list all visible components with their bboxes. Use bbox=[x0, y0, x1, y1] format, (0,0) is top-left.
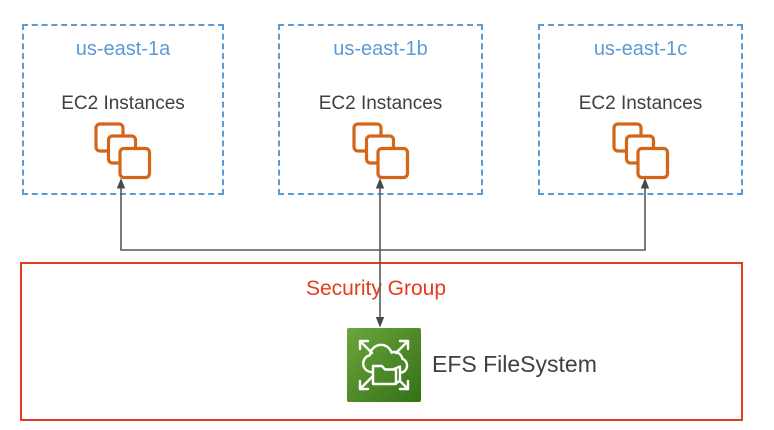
arrow-path-outer bbox=[120, 187, 646, 251]
az-box-us-east-1a: us-east-1a EC2 Instances bbox=[22, 24, 224, 195]
ec2-instances-icon bbox=[94, 122, 152, 180]
ec2-instances-icon bbox=[351, 122, 409, 180]
security-group-label: Security Group bbox=[305, 277, 447, 300]
ec2-instances-label: EC2 Instances bbox=[578, 93, 703, 114]
az-label: us-east-1c bbox=[593, 38, 688, 60]
efs-filesystem-label: EFS FileSystem bbox=[432, 351, 597, 377]
az-box-us-east-1b: us-east-1b EC2 Instances bbox=[278, 24, 483, 195]
az-label: us-east-1a bbox=[75, 38, 171, 60]
ec2-instances-icon bbox=[611, 122, 669, 180]
efs-filesystem-icon bbox=[347, 328, 421, 402]
ec2-instances-label: EC2 Instances bbox=[61, 93, 185, 114]
ec2-instances-label: EC2 Instances bbox=[318, 93, 443, 114]
az-label: us-east-1b bbox=[333, 38, 428, 60]
az-box-us-east-1c: us-east-1c EC2 Instances bbox=[538, 24, 743, 195]
